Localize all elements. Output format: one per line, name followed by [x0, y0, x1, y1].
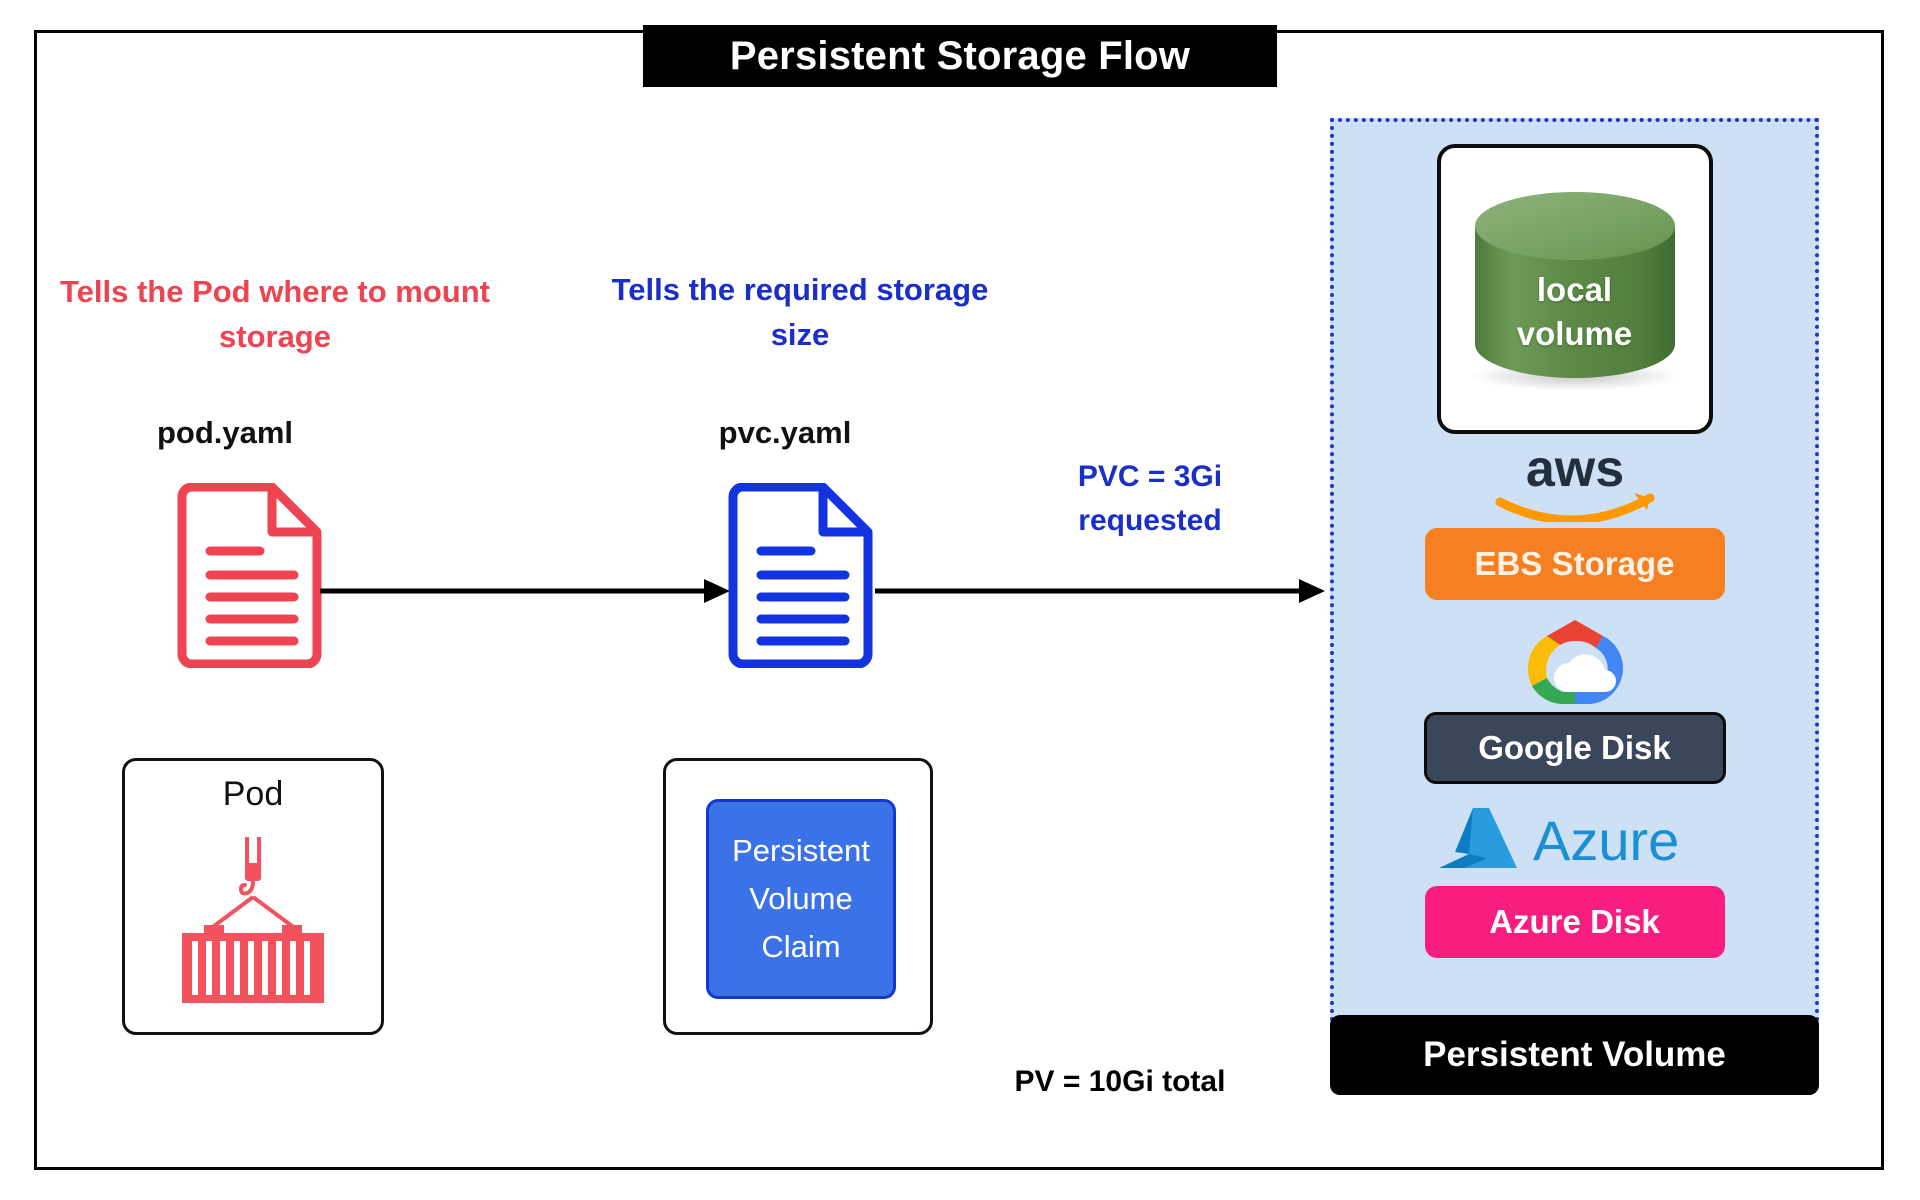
pod-card-label: Pod — [222, 775, 284, 813]
pv-total-label: PV = 10Gi total — [1014, 1065, 1226, 1098]
document-icon — [723, 482, 878, 673]
pod-annotation-text: Tells the Pod where to mount storage — [60, 274, 491, 354]
page-title: Persistent Storage Flow — [643, 25, 1277, 87]
storage-providers-panel: local volume aws EBS Storage — [1330, 118, 1819, 1038]
document-icon — [172, 482, 327, 673]
azure-logo: Azure — [1429, 802, 1721, 878]
local-volume-card: local volume — [1436, 144, 1713, 434]
pvc-yaml-label: pvc.yaml — [718, 415, 852, 450]
azure-logo-text: Azure — [1533, 809, 1679, 872]
persistent-volume-bar: Persistent Volume — [1330, 1015, 1819, 1095]
pvc-annotation-text: Tells the required storage size — [611, 272, 989, 352]
pvc-label-line3: Claim — [761, 929, 841, 965]
aws-logo: aws — [1484, 444, 1666, 522]
pvc-label-line2: Volume — [749, 880, 853, 916]
google-cloud-logo — [1523, 616, 1627, 708]
google-disk-button[interactable]: Google Disk — [1423, 712, 1726, 784]
azure-disk-button[interactable]: Azure Disk — [1424, 886, 1725, 958]
ebs-storage-button[interactable]: EBS Storage — [1424, 528, 1725, 600]
aws-logo-text: aws — [1525, 444, 1623, 498]
arrow-right-icon — [875, 578, 1325, 609]
arrow-right-icon — [320, 578, 730, 609]
database-cylinder-icon: local volume — [1459, 184, 1691, 394]
persistent-volume-claim-card: Persistent Volume Claim — [663, 758, 933, 1035]
pod-card: Pod — [122, 758, 384, 1035]
pod-yaml-label: pod.yaml — [156, 415, 294, 450]
pvc-inner-box: Persistent Volume Claim — [706, 799, 896, 999]
pvc-request-label: PVC = 3Gi requested — [1077, 460, 1223, 538]
pvc-label-line1: Persistent — [732, 832, 870, 868]
shipping-container-icon — [168, 833, 338, 1018]
